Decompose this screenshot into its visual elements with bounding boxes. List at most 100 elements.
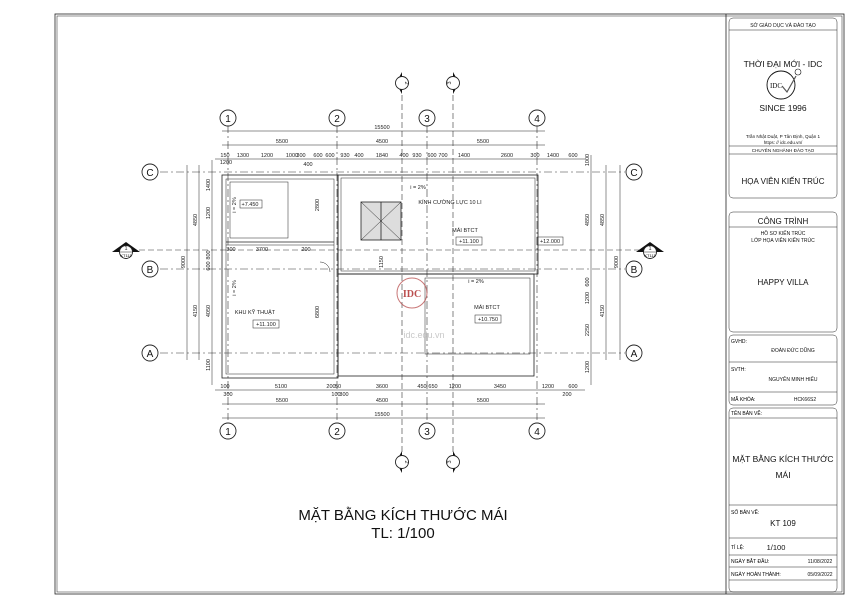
svg-text:TỈ LỆ:: TỈ LỆ: — [731, 543, 744, 551]
dimension-label: 1400 — [547, 153, 559, 159]
svg-text:MÁI BTCT: MÁI BTCT — [474, 304, 500, 311]
svg-text:THỜI ĐẠI MỚI - IDC: THỜI ĐẠI MỚI - IDC — [744, 59, 823, 69]
dimension-label: 1840 — [376, 153, 388, 159]
grid-bubble-1-bottom: 1 — [219, 422, 237, 440]
dimension-label: 2600 — [501, 153, 513, 159]
grid-bubble-c-right: C — [625, 163, 643, 181]
svg-text:HỌA VIÊN KIẾN TRÚC: HỌA VIÊN KIẾN TRÚC — [742, 176, 825, 186]
grid-bubble-4-top: 4 — [528, 109, 546, 127]
section-marker-2-bottom: 2 — [395, 451, 409, 473]
svg-text:400: 400 — [303, 162, 312, 168]
svg-text:CÔNG TRÌNH: CÔNG TRÌNH — [758, 217, 809, 226]
svg-text:5500: 5500 — [477, 139, 489, 145]
section-marker-left: 1 KT111 — [112, 242, 140, 259]
dimension-label: 930 — [340, 153, 349, 159]
dimension-label: 1200 — [449, 384, 461, 390]
svg-text:9000: 9000 — [614, 256, 620, 268]
svg-text:i = 2%: i = 2% — [232, 280, 238, 296]
svg-text:1200: 1200 — [220, 160, 232, 166]
svg-text:11/08/2022: 11/08/2022 — [808, 559, 833, 565]
svg-text:5500: 5500 — [276, 398, 288, 404]
svg-text:+11.100: +11.100 — [459, 239, 479, 245]
dimension-label: 600 — [325, 153, 334, 159]
svg-text:4150: 4150 — [193, 305, 199, 317]
sheet-border — [54, 13, 845, 595]
roof-plan: +7.450 i = 2% i = 2% KÍNH CƯỜNG LỰC 10 L… — [221, 174, 564, 379]
dimension-label: 3450 — [494, 384, 506, 390]
dimension-label: 600 — [585, 277, 591, 286]
svg-text:IDC: IDC — [770, 82, 782, 90]
svg-text:C: C — [146, 168, 153, 179]
svg-text:Trần Nhật Duật, P Tân Định, Qu: Trần Nhật Duật, P Tân Định, Quận 1 — [746, 134, 821, 139]
svg-text:15500: 15500 — [374, 412, 389, 418]
dimension-label: 1200 — [585, 292, 591, 304]
svg-text:C: C — [630, 168, 637, 179]
svg-text:3: 3 — [447, 460, 453, 463]
svg-text:idc.edu.vn: idc.edu.vn — [403, 330, 444, 340]
svg-text:4500: 4500 — [376, 139, 388, 145]
svg-text:MÁI: MÁI — [775, 470, 790, 480]
dimension-label: 300 — [296, 153, 305, 159]
dimension-label: 930 — [412, 153, 421, 159]
svg-text:15500: 15500 — [374, 125, 389, 131]
dimension-label: 1000 — [286, 153, 298, 159]
svg-text:4: 4 — [534, 114, 540, 125]
svg-text:2: 2 — [403, 460, 409, 463]
svg-text:3700: 3700 — [256, 247, 268, 253]
dimension-label: 600 — [568, 384, 577, 390]
svg-text:05/09/2022: 05/09/2022 — [807, 572, 832, 578]
svg-text:i = 2%: i = 2% — [468, 279, 484, 285]
grid-bubble-4-bottom: 4 — [528, 422, 546, 440]
svg-text:4: 4 — [534, 427, 540, 438]
title-block: SỞ GIÁO DỤC VÀ ĐÀO TẠO THỜI ĐẠI MỚI - ID… — [728, 17, 838, 593]
svg-text:300: 300 — [226, 247, 235, 253]
svg-text:5500: 5500 — [477, 398, 489, 404]
dimension-label: 50 — [335, 384, 341, 390]
svg-text:KT111: KT111 — [120, 253, 132, 258]
svg-text:TÊN BẢN VẼ:: TÊN BẢN VẼ: — [731, 409, 762, 417]
svg-text:4150: 4150 — [600, 305, 606, 317]
dimension-label: 400 — [399, 153, 408, 159]
section-marker-3-bottom: 3 — [446, 451, 460, 473]
svg-text:MẶT BẰNG KÍCH THƯỚC: MẶT BẰNG KÍCH THƯỚC — [732, 454, 833, 464]
svg-text:6800: 6800 — [315, 306, 321, 318]
svg-text:https: // idc.edu.vn/: https: // idc.edu.vn/ — [764, 140, 803, 145]
svg-text:KT111: KT111 — [644, 253, 656, 258]
svg-text:+10.750: +10.750 — [478, 317, 498, 323]
grid-bubble-b-left: B — [141, 260, 159, 278]
svg-text:MÁI BTCT: MÁI BTCT — [452, 227, 478, 234]
section-marker-3-top: 3 — [446, 72, 460, 94]
dimension-label: 600 — [206, 261, 212, 270]
grid-bubble-3-top: 3 — [418, 109, 436, 127]
svg-text:200: 200 — [562, 392, 571, 398]
svg-text:5500: 5500 — [276, 139, 288, 145]
grid-bubble-a-right: A — [625, 344, 643, 362]
svg-text:3: 3 — [424, 427, 430, 438]
dimension-label: 4850 — [585, 214, 591, 226]
section-marker-2-top: 2 — [395, 72, 409, 94]
svg-text:KHU KỸ THUẬT: KHU KỸ THUẬT — [235, 309, 276, 316]
svg-text:NGUYỄN MINH HIẾU: NGUYỄN MINH HIẾU — [769, 376, 818, 383]
dimension-label: 2250 — [585, 324, 591, 336]
svg-text:4500: 4500 — [376, 398, 388, 404]
svg-text:LỚP HỌA VIÊN KIẾN TRÚC: LỚP HỌA VIÊN KIẾN TRÚC — [751, 236, 815, 244]
svg-text:3: 3 — [424, 114, 430, 125]
drawing-scale: TL: 1/100 — [371, 525, 434, 542]
svg-text:4850: 4850 — [600, 214, 606, 226]
svg-text:KÍNH CƯỜNG LỰC 10 LI: KÍNH CƯỜNG LỰC 10 LI — [418, 199, 482, 206]
grid-bubble-a-left: A — [141, 344, 159, 362]
svg-text:3: 3 — [447, 81, 453, 84]
dimension-label: 1200 — [542, 384, 554, 390]
dimension-label: 1400 — [458, 153, 470, 159]
dimension-label: 400 — [354, 153, 363, 159]
grid-bubbles: 1 2 3 4 1 2 3 4 C B A C B A — [141, 109, 643, 440]
svg-text:B: B — [631, 265, 638, 276]
svg-text:IDC: IDC — [403, 289, 421, 300]
svg-text:200: 200 — [301, 247, 310, 253]
svg-text:300: 300 — [339, 392, 348, 398]
svg-text:1: 1 — [225, 114, 231, 125]
dimension-label: 700 — [438, 153, 447, 159]
svg-text:SINCE 1996: SINCE 1996 — [759, 103, 807, 113]
svg-text:2: 2 — [334, 427, 340, 438]
